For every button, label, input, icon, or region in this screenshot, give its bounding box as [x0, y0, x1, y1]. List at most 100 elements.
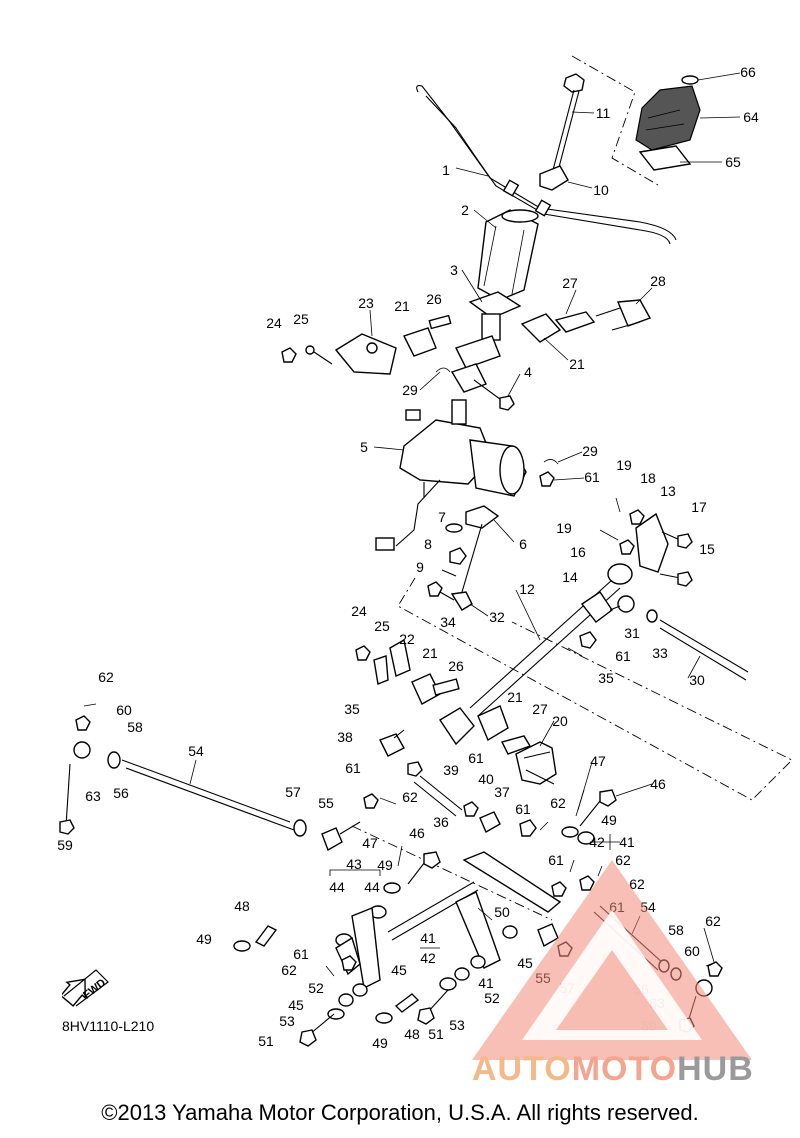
bracket-13 — [599, 497, 693, 587]
part-callout: 61 — [293, 946, 309, 962]
part-callout: 35 — [344, 701, 360, 717]
ball-joint-rod-30 — [427, 581, 749, 681]
part-callout: 22 — [399, 631, 415, 647]
part-callout: 21 — [422, 645, 438, 661]
link-rod-left — [59, 703, 307, 837]
right-bracket-group — [520, 299, 652, 343]
part-callout: 49 — [377, 857, 393, 873]
part-callout: 65 — [725, 154, 741, 170]
handlebar-bolt — [539, 73, 585, 191]
part-callout: 62 — [615, 852, 631, 868]
part-callout: 62 — [402, 789, 418, 805]
part-callout: 61 — [584, 469, 600, 485]
part-callout: 21 — [394, 298, 410, 314]
watermark-part-2: MOTO — [571, 1050, 678, 1088]
watermark-part-3: HUB — [677, 1050, 754, 1088]
clips-and-nut — [435, 367, 559, 487]
part-callout: 43 — [346, 856, 362, 872]
part-callout: 4 — [524, 364, 532, 380]
assembly-guide-lines — [351, 55, 793, 921]
part-callout: 46 — [650, 776, 666, 792]
part-callout: 42 — [589, 834, 605, 850]
part-callout: 61 — [548, 852, 564, 868]
part-callout: 62 — [550, 795, 566, 811]
part-callout: 56 — [113, 785, 129, 801]
part-callout: 17 — [691, 499, 707, 515]
center-rods — [321, 729, 501, 852]
part-callout: 49 — [372, 1035, 388, 1051]
copyright-notice: ©2013 Yamaha Motor Corporation, U.S.A. A… — [101, 1100, 699, 1125]
part-callout: 26 — [448, 658, 464, 674]
part-callout: 42 — [420, 950, 436, 966]
part-callout: 40 — [478, 771, 494, 787]
part-callout: 35 — [598, 670, 614, 686]
column-flange — [450, 291, 522, 393]
part-callout: 47 — [590, 753, 606, 769]
part-callout: 33 — [652, 645, 668, 661]
part-callout: 62 — [98, 669, 114, 685]
part-callout: 51 — [258, 1033, 274, 1049]
part-callout: 25 — [293, 311, 309, 327]
part-callout: 26 — [426, 291, 442, 307]
mid-bracket-group — [439, 705, 557, 785]
part-callout: 61 — [468, 750, 484, 766]
part-callout: 66 — [740, 64, 756, 80]
part-callout: 23 — [358, 295, 374, 311]
part-callout: 38 — [337, 729, 353, 745]
drawing-code: 8HV1110-L210 — [62, 1018, 155, 1034]
group-brackets — [329, 834, 620, 949]
pitman-arm — [441, 505, 500, 593]
part-callout: 2 — [461, 202, 469, 218]
part-callout: 19 — [616, 457, 632, 473]
part-callout: 24 — [351, 603, 367, 619]
part-callout: 16 — [570, 544, 586, 560]
steering-shaft — [469, 563, 633, 717]
lower-left-parts — [233, 925, 449, 1047]
part-callout: 13 — [660, 483, 676, 499]
part-callout: 64 — [743, 109, 759, 125]
part-callout: 46 — [409, 825, 425, 841]
part-callout: 60 — [684, 943, 700, 959]
part-callout: 36 — [433, 814, 449, 830]
lever-50 — [439, 891, 518, 991]
left-bracket-group — [281, 314, 452, 375]
part-callout: 52 — [308, 980, 324, 996]
part-callout: 62 — [281, 962, 297, 978]
part-callout: 9 — [416, 559, 424, 575]
lower-bracket-group — [355, 638, 460, 705]
part-callout: 53 — [449, 1017, 465, 1033]
handlebar — [416, 85, 677, 245]
part-callout: 55 — [318, 795, 334, 811]
part-callout: 29 — [402, 382, 418, 398]
part-callout: 18 — [640, 470, 656, 486]
part-callout: 62 — [629, 876, 645, 892]
part-callout: 27 — [532, 701, 548, 717]
part-callout: 29 — [582, 443, 598, 459]
part-callout: 60 — [116, 702, 132, 718]
part-callout: 28 — [650, 273, 666, 289]
fwd-arrow-icon: FWD — [62, 969, 109, 1007]
part-callout: 54 — [188, 743, 204, 759]
part-callout: 3 — [450, 262, 458, 278]
part-callout: 48 — [404, 1026, 420, 1042]
part-callout: 37 — [494, 784, 510, 800]
part-callout: 27 — [562, 275, 578, 291]
part-callout: 61 — [515, 801, 531, 817]
part-callout: 5 — [360, 439, 368, 455]
part-callout: 45 — [517, 955, 533, 971]
part-callout: 47 — [362, 835, 378, 851]
part-callout: 1 — [442, 162, 450, 178]
part-callout: 34 — [440, 614, 456, 630]
part-callout: 53 — [279, 1013, 295, 1029]
part-callout: 8 — [424, 536, 432, 552]
handlebar-cover — [635, 75, 701, 171]
part-callout: 24 — [266, 315, 282, 331]
part-callout: 52 — [484, 990, 500, 1006]
part-callout: 32 — [489, 609, 505, 625]
part-callout: 41 — [619, 834, 635, 850]
part-callout: 61 — [615, 648, 631, 664]
part-callout: 6 — [519, 536, 527, 552]
part-callout: 31 — [624, 625, 640, 641]
leader-lines — [189, 72, 741, 963]
